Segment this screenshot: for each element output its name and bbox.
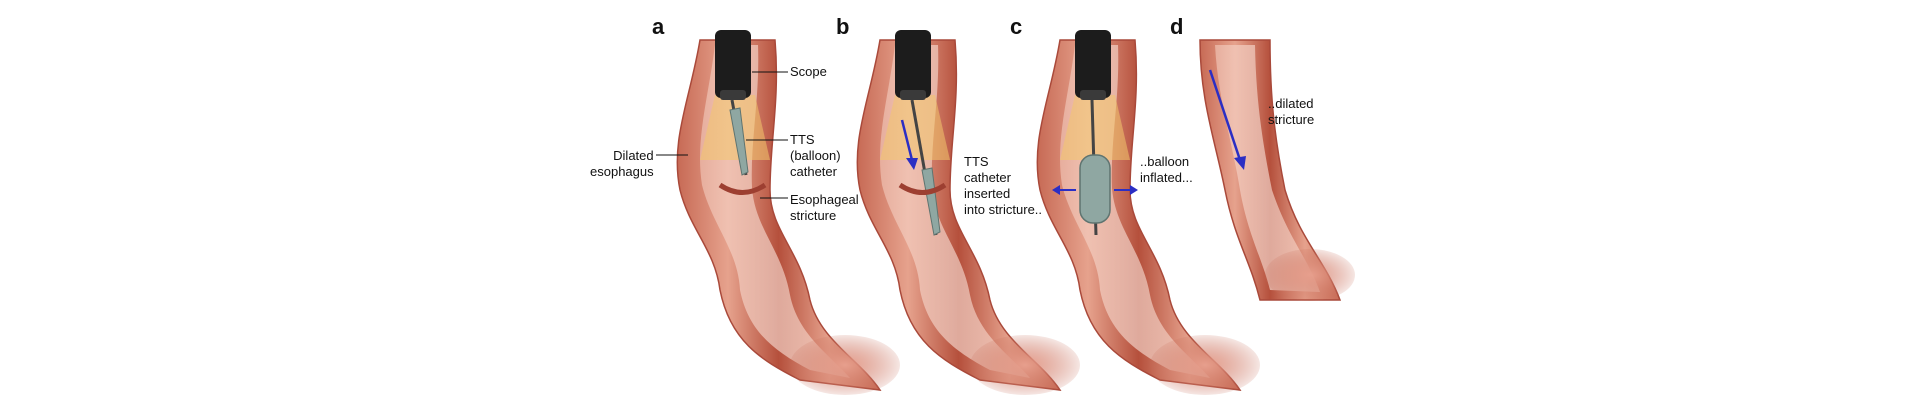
panel-c-illustration xyxy=(1036,30,1260,395)
scope-tip xyxy=(1080,90,1106,100)
light-cone xyxy=(1060,95,1130,160)
expansion-arrow-right-head xyxy=(1130,185,1138,195)
label-scope: Scope xyxy=(790,64,827,79)
scope xyxy=(895,30,931,98)
light-cone xyxy=(880,95,950,160)
label-esophageal-stricture: Esophageal stricture xyxy=(790,192,859,223)
balloon-inflated xyxy=(1079,154,1111,224)
stomach-folds xyxy=(970,335,1080,395)
balloon-deflated xyxy=(729,107,749,176)
label-tts-catheter: TTS (balloon) catheter xyxy=(790,132,841,179)
label-dilated-esophagus: Dilated esophagus xyxy=(590,148,654,179)
balloon-deflated xyxy=(921,167,941,236)
dilation-arrow-head xyxy=(1234,156,1246,170)
scope xyxy=(715,30,751,98)
caption-panel-d: ..dilated stricture xyxy=(1268,96,1315,127)
stomach-folds xyxy=(790,335,900,395)
advance-arrow-shaft xyxy=(900,119,914,161)
stricture-narrowing xyxy=(898,182,947,195)
panel-letter-b: b xyxy=(836,14,850,39)
panel-letter-a: a xyxy=(652,14,665,39)
stomach-folds xyxy=(1150,335,1260,395)
caption-panel-c: ..balloon inflated... xyxy=(1140,154,1193,185)
stricture-narrowing xyxy=(718,182,767,195)
stomach-folds xyxy=(1265,249,1355,301)
panel-d-illustration xyxy=(1199,39,1355,301)
panel-a-illustration xyxy=(656,30,900,395)
panel-letter-d: d xyxy=(1170,14,1184,39)
caption-panel-b: TTS catheter inserted into stricture.. xyxy=(964,154,1043,217)
advance-arrow-head xyxy=(906,158,918,170)
esophagus-lumen xyxy=(1215,45,1320,292)
panel-b-illustration xyxy=(856,30,1080,395)
expansion-arrow-left-head xyxy=(1052,185,1060,195)
dilation-arrow-shaft xyxy=(1208,69,1242,161)
scope-tip xyxy=(900,90,926,100)
panel-letter-c: c xyxy=(1010,14,1023,39)
scope xyxy=(1075,30,1111,98)
scope-tip xyxy=(720,90,746,100)
